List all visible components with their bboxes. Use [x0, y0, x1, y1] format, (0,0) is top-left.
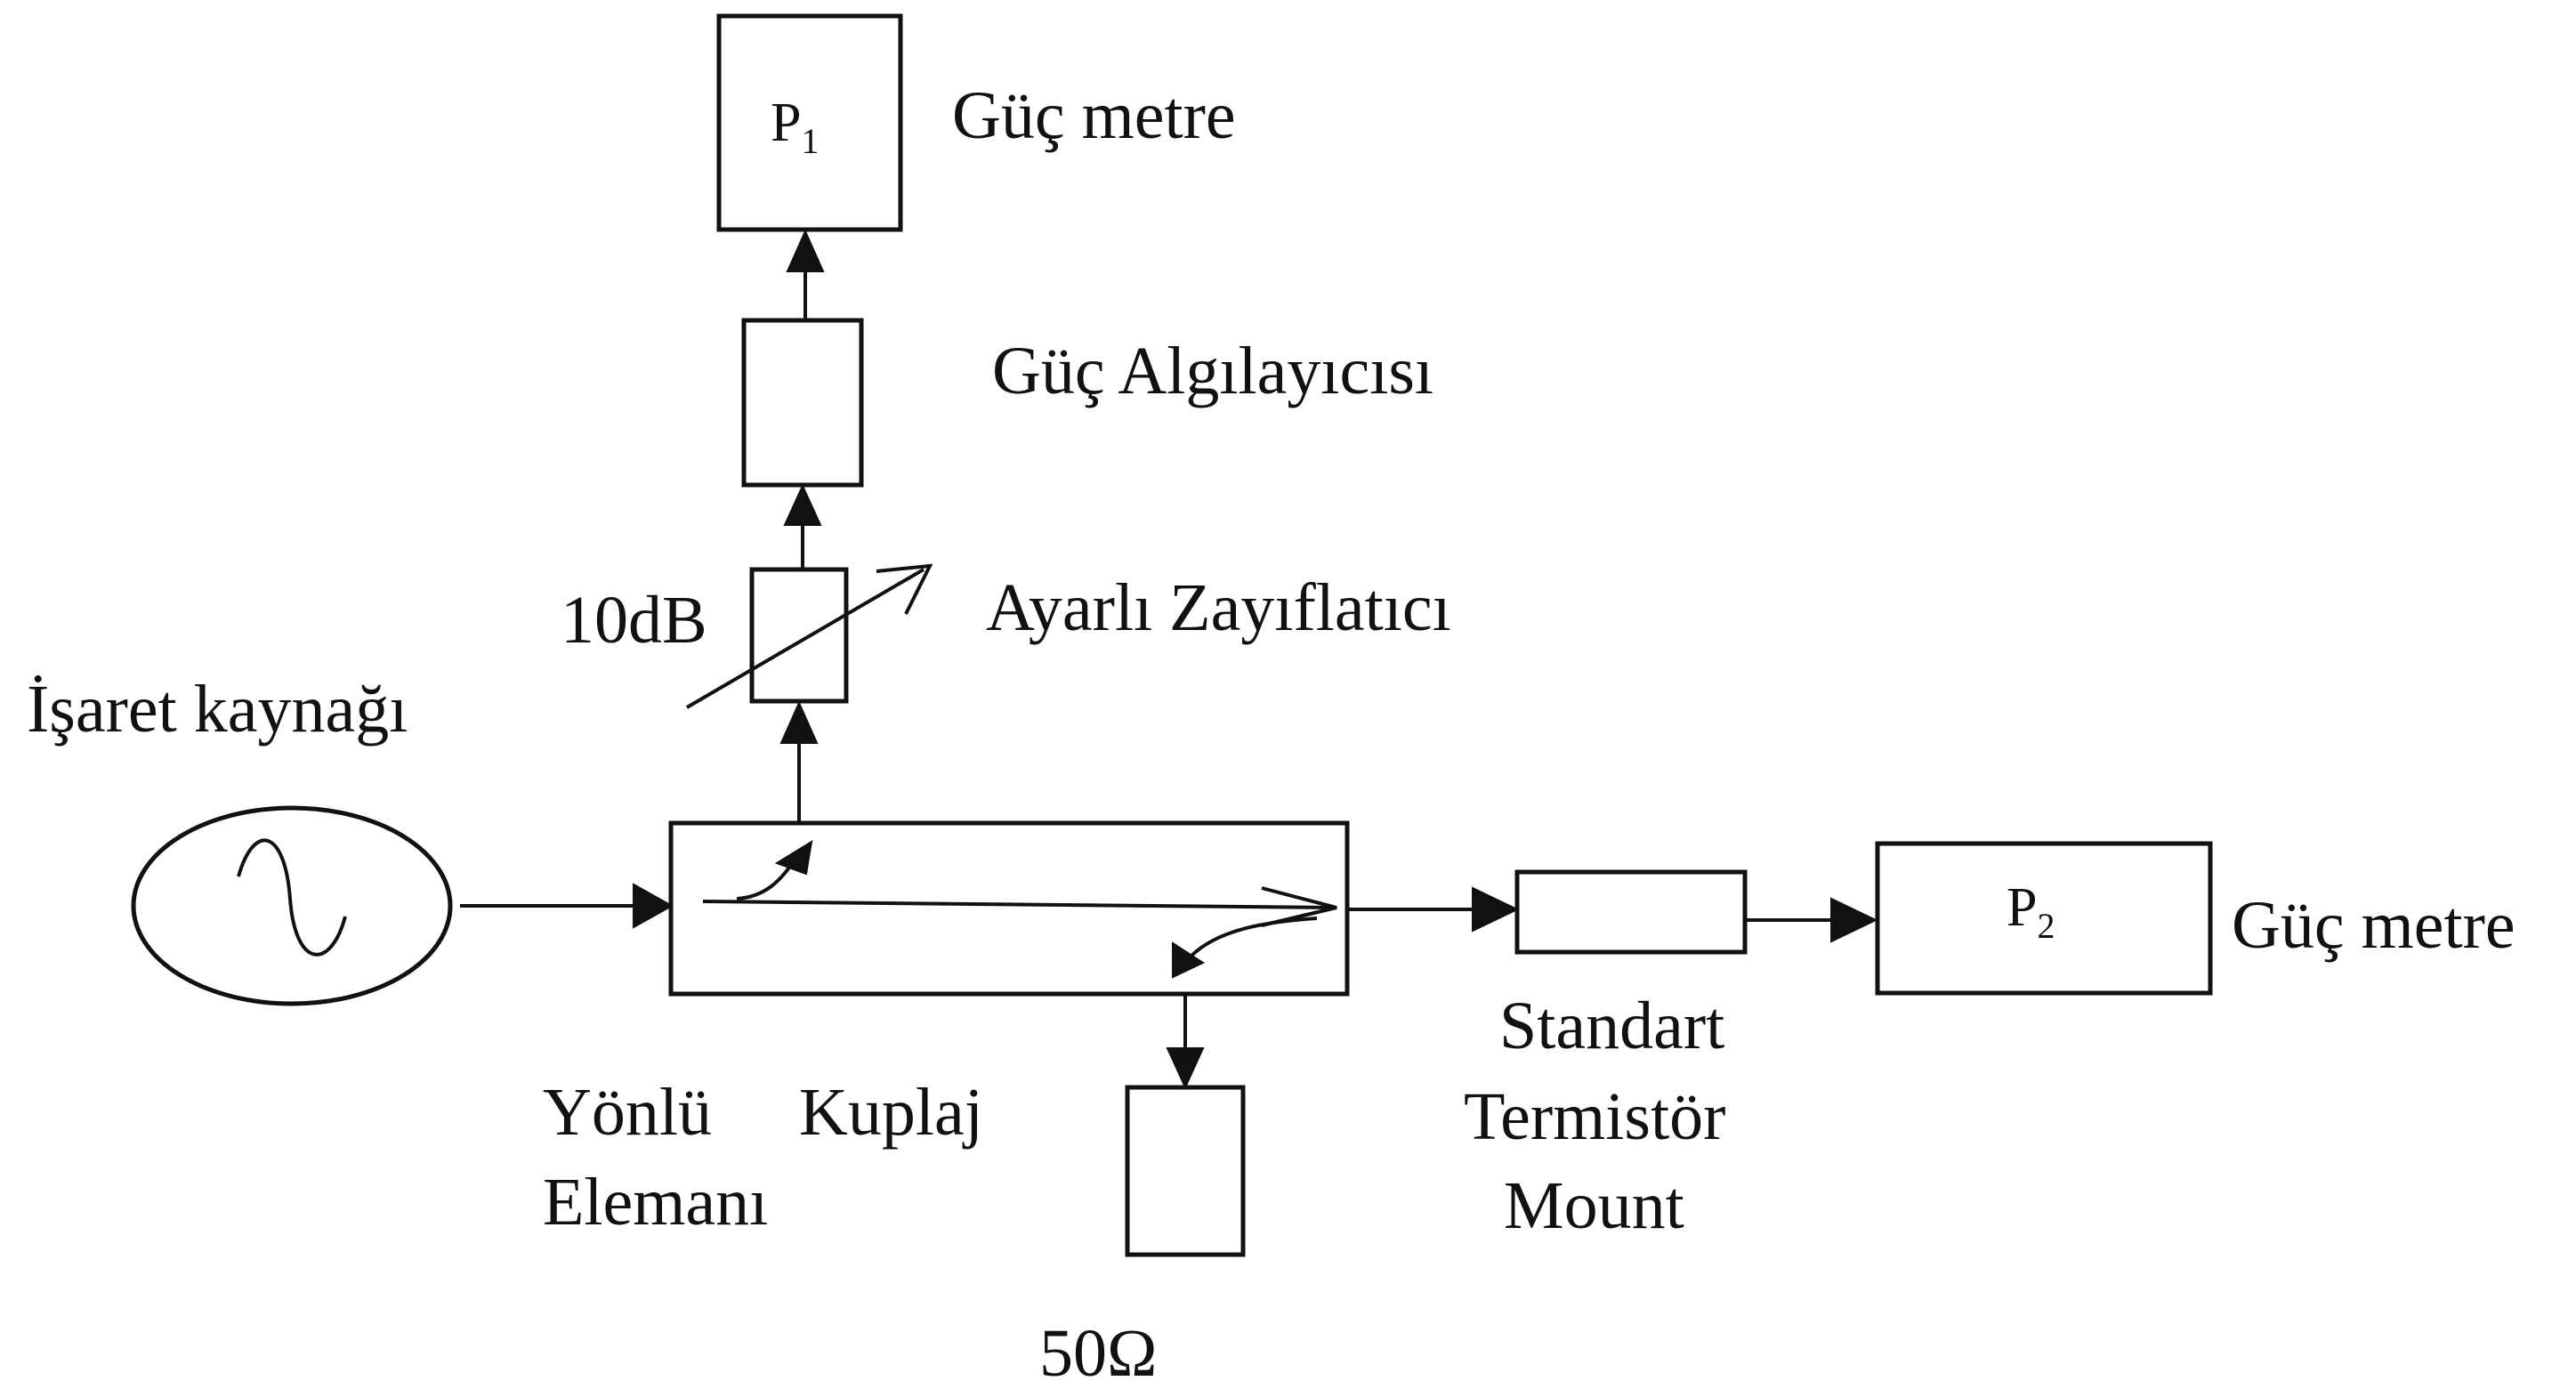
- arrowhead-into-attenuator: [779, 700, 819, 744]
- power-meter-p1-box: [716, 13, 903, 232]
- coupler-caption-elemani: Elemanı: [543, 1165, 768, 1240]
- arrowhead-into-sensor: [783, 483, 822, 526]
- coupler-through-line: [702, 900, 1336, 909]
- adjustable-attenuator-box: [749, 567, 849, 704]
- power-meter-p2-label: P2: [2007, 877, 2055, 946]
- mount-caption-termistor: Termistör: [1464, 1079, 1725, 1154]
- arrowhead-into-p1: [786, 229, 825, 272]
- termination-50-ohm-box: [1125, 1085, 1246, 1257]
- coupler-caption-yonlu: Yönlü: [543, 1075, 712, 1150]
- mount-caption-mount: Mount: [1504, 1168, 1684, 1243]
- signal-source-caption: İşaret kaynağı: [27, 672, 408, 747]
- power-meter-2-caption: Güç metre: [2232, 888, 2515, 963]
- standard-thermistor-mount-box: [1514, 869, 1748, 955]
- coupler-forward-arc-arrowhead: [774, 839, 813, 876]
- attenuator-adjust-arrowhead: [876, 563, 933, 615]
- mount-caption-standart: Standart: [1499, 989, 1724, 1063]
- arrowhead-into-p2: [1830, 897, 1878, 943]
- power-meter-1-caption: Güç metre: [952, 78, 1236, 153]
- coupler-reverse-coupled-arc: [1189, 917, 1318, 958]
- power-meter-p2-box: [1875, 841, 2213, 996]
- power-meter-p1-label: P1: [771, 93, 819, 161]
- attenuator-adjust-line: [685, 568, 925, 709]
- attenuation-value-label: 10dB: [561, 583, 707, 658]
- power-sensor-caption: Güç Algılayıcısı: [992, 334, 1433, 408]
- coupler-caption-kuplaj: Kuplaj: [799, 1075, 983, 1150]
- arrowhead-into-mount: [1472, 886, 1520, 933]
- arrowhead-into-termination: [1166, 1047, 1205, 1090]
- coupler-reverse-arc-arrowhead: [1172, 941, 1206, 979]
- adjustable-attenuator-caption: Ayarlı Zayıflatıcı: [986, 570, 1451, 645]
- arrowhead-into-coupler: [633, 883, 674, 929]
- power-sensor-box: [741, 318, 864, 488]
- sine-wave-icon: [237, 838, 347, 957]
- termination-caption: 50Ω: [1039, 1316, 1157, 1389]
